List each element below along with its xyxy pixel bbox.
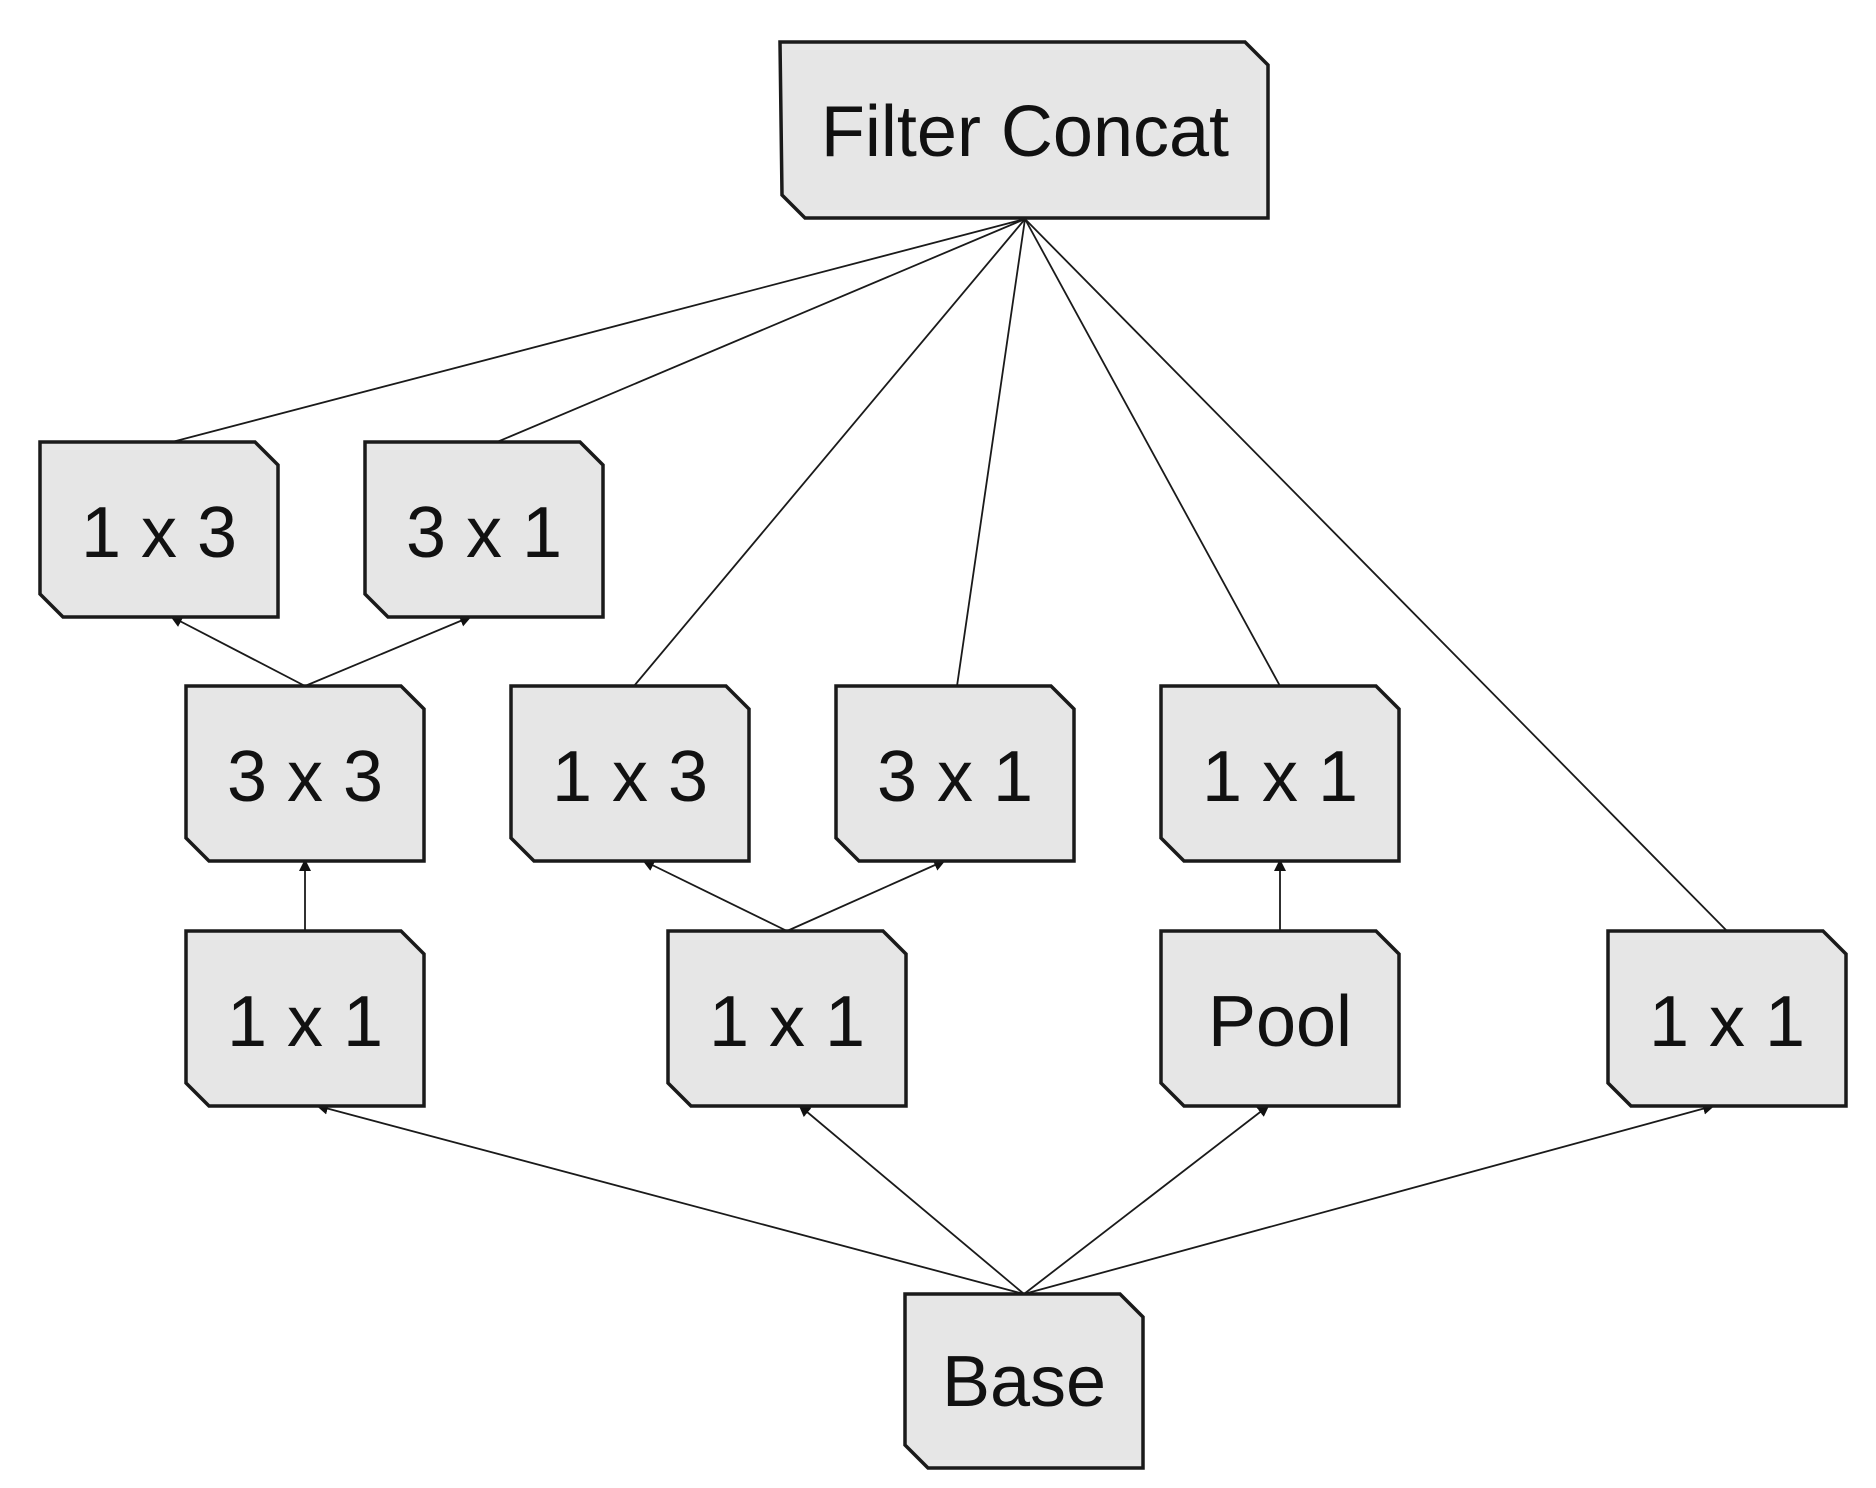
top-3x1-node[interactable]: 3 x 1 <box>363 440 605 619</box>
top-1x3-node[interactable]: 1 x 3 <box>38 440 280 619</box>
low-pool-node[interactable]: Pool <box>1159 929 1401 1108</box>
edge-top-1x3-to-concat <box>171 218 1026 443</box>
mid-3x1-label: 3 x 1 <box>877 737 1033 817</box>
low-pool-label: Pool <box>1208 982 1352 1062</box>
top-3x1-label: 3 x 1 <box>406 493 562 573</box>
base-node[interactable]: Base <box>903 1292 1145 1470</box>
nodes: Filter Concat 1 x 3 3 x 1 3 x 3 1 x 3 3 … <box>38 40 1848 1470</box>
low-1x1-c-label: 1 x 1 <box>1649 982 1805 1062</box>
edge-low-1x1-b-to-mid-3x1 <box>786 859 946 932</box>
edge-low-1x1-c-to-concat <box>1024 218 1728 932</box>
edge-mid-1x3-to-concat <box>633 218 1026 687</box>
mid-3x3-box <box>184 684 426 863</box>
top-1x3-label: 1 x 3 <box>81 493 237 573</box>
edge-top-3x1-to-concat <box>496 218 1026 443</box>
edge-base-to-low-1x1-c <box>1023 1102 1715 1295</box>
low-1x1-c-node[interactable]: 1 x 1 <box>1606 929 1848 1108</box>
low-1x1-b-box <box>666 929 908 1108</box>
edge-mid-3x3-to-top-3x1 <box>304 615 472 687</box>
edge-low-1x1-b-to-mid-1x3 <box>642 860 788 932</box>
base-box <box>903 1292 1145 1470</box>
filter-concat-node[interactable]: Filter Concat <box>778 40 1270 220</box>
mid-3x1-box <box>834 684 1076 863</box>
edge-base-to-low-pool <box>1023 1104 1270 1295</box>
edge-base-to-low-1x1-a <box>316 1102 1025 1295</box>
mid-3x1-node[interactable]: 3 x 1 <box>834 684 1076 863</box>
filter-concat-box <box>778 40 1270 220</box>
edges <box>170 218 1728 1295</box>
base-label: Base <box>942 1342 1106 1422</box>
mid-3x3-node[interactable]: 3 x 3 <box>184 684 426 863</box>
low-1x1-b-label: 1 x 1 <box>709 982 865 1062</box>
filter-concat-label: Filter Concat <box>821 92 1229 172</box>
edge-mid-1x1-to-concat <box>1024 218 1281 687</box>
mid-3x3-label: 3 x 3 <box>227 737 383 817</box>
mid-1x3-label: 1 x 3 <box>552 737 708 817</box>
low-1x1-c-box <box>1606 929 1848 1108</box>
low-1x1-a-node[interactable]: 1 x 1 <box>184 929 426 1108</box>
mid-1x3-box <box>509 684 751 863</box>
top-3x1-box <box>363 440 605 619</box>
edge-mid-3x3-to-top-1x3 <box>170 616 306 687</box>
mid-1x1-label: 1 x 1 <box>1202 737 1358 817</box>
low-1x1-b-node[interactable]: 1 x 1 <box>666 929 908 1108</box>
mid-1x1-box <box>1159 684 1401 863</box>
edge-mid-3x1-to-concat <box>956 218 1026 687</box>
mid-1x1-node[interactable]: 1 x 1 <box>1159 684 1401 863</box>
edge-base-to-low-1x1-b <box>798 1104 1025 1295</box>
top-1x3-box <box>38 440 280 619</box>
low-pool-box <box>1159 929 1401 1108</box>
low-1x1-a-box <box>184 929 426 1108</box>
mid-1x3-node[interactable]: 1 x 3 <box>509 684 751 863</box>
low-1x1-a-label: 1 x 1 <box>227 982 383 1062</box>
